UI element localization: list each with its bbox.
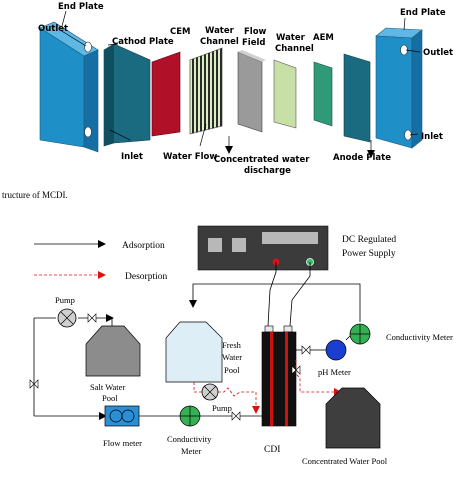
pump-bottom [201,383,219,401]
conductivity-meter-right [349,323,371,345]
pump-bottom-label: Pump [212,403,232,413]
label-outlet-right: Outlet [423,48,453,58]
flow-meter-label: Flow meter [103,438,142,448]
label-conc-water-a: Concentrated water [214,155,310,165]
valve-bottom [231,411,241,421]
cdi-label: CDI [264,445,280,455]
end-plate-left [39,21,99,153]
salt-water-label-a: Salt Water [90,382,125,392]
setup-diagram: Adsorption Desorption DC Regulated Power… [29,225,453,466]
mcdi-stack-diagram: End Plate Outlet Cathod Plate Inlet CEM … [38,2,453,176]
anode-plate [343,53,371,143]
label-flow-field-a: Flow [244,27,267,37]
legend: Adsorption Desorption [34,240,167,282]
label-cathod-plate: Cathod Plate [112,37,174,47]
fresh-water-pool [165,321,223,383]
fresh-water-label-c: Pool [224,365,240,375]
valve-left [29,379,39,389]
label-outlet-left: Outlet [38,24,68,34]
conductivity-left-label-b: Meter [181,446,201,456]
cdi-cell [261,325,297,427]
valve-top [87,313,97,323]
conductivity-right-label: Conductivity Meter [386,332,453,342]
salt-water-pool [85,325,141,377]
conductivity-left-label-a: Conductivity [167,434,212,444]
label-end-plate-right: End Plate [400,8,446,18]
label-anode-plate: Anode Plate [333,153,391,163]
label-aem: AEM [313,33,334,43]
label-water-channel-2-a: Water [276,33,306,43]
fresh-water-label-a: Fresh [222,340,242,350]
salt-water-label-b: Pool [102,393,118,403]
aem-membrane [313,61,333,127]
power-supply-label-a: DC Regulated [342,235,396,245]
legend-adsorption-label: Adsorption [122,241,165,251]
label-cem: CEM [170,27,191,37]
flow-meter [104,405,140,427]
legend-desorption-label: Desorption [125,272,167,282]
end-plate-right [375,27,423,149]
pump-top [57,308,77,328]
label-flow-field-b: Field [242,38,265,48]
ph-meter [325,339,347,361]
caption-fragment: tructure of MCDI. [2,190,68,200]
power-supply-label-b: Power Supply [342,249,396,259]
cem-membrane [151,51,181,137]
valve-right [301,345,311,355]
concentrated-pool-label: Concentrated Water Pool [302,456,388,466]
concentrated-water-pool [325,387,381,449]
water-channel-2 [273,59,297,129]
label-inlet-right: Inlet [421,132,443,142]
flow-field [237,51,263,133]
label-water-channel-1-b: Channel [200,37,239,47]
water-channel-1 [189,47,223,135]
label-end-plate-left: End Plate [58,2,104,12]
fresh-water-label-b: Water [222,352,242,362]
ph-meter-label: pH Meter [318,367,351,377]
conductivity-meter-left [179,405,201,427]
dc-power-supply [197,225,329,271]
label-water-flow: Water Flow [163,152,217,162]
label-conc-water-b: discharge [244,166,291,176]
label-water-channel-2-b: Channel [275,44,314,54]
label-inlet-left: Inlet [121,152,143,162]
pump-top-label: Pump [55,295,75,305]
label-water-channel-1-a: Water [205,26,235,36]
